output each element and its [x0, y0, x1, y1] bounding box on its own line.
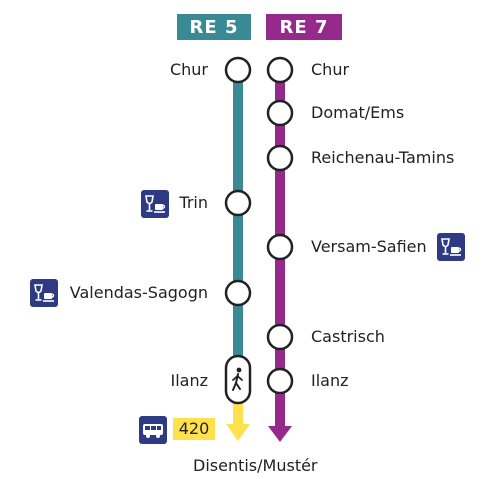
station-re7-reichenau-tamins [266, 144, 294, 172]
re5-line [233, 70, 243, 375]
bus-line [233, 390, 243, 424]
station-re5-chur [224, 56, 252, 84]
re5-label-ilanz: Ilanz [170, 371, 208, 390]
station-re7-versam-safien [266, 233, 294, 261]
station-re7-castrisch [266, 323, 294, 351]
route-badge-re5: RE 5 [177, 14, 251, 40]
station-re7-chur [266, 56, 294, 84]
restaurant-icon [437, 233, 465, 261]
re7-label-versam-safien: Versam-Safien [311, 237, 427, 256]
bus-line-number: 420 [173, 418, 215, 440]
re5-label-valendas-sagogn: Valendas-Sagogn [69, 283, 208, 302]
re7-label-ilanz: Ilanz [311, 371, 349, 390]
bus-icon [139, 416, 167, 444]
re7-label-castrisch: Castrisch [311, 327, 385, 346]
re5-label-trin: Trin [179, 193, 208, 212]
station-re5-ilanz [224, 354, 252, 405]
route-badge-re7: RE 7 [266, 14, 342, 40]
re7-label-domat-ems: Domat/Ems [311, 103, 405, 122]
restaurant-icon [30, 279, 58, 307]
restaurant-icon [141, 190, 169, 218]
station-re7-domat-ems [266, 99, 294, 127]
station-re5-trin [224, 189, 252, 217]
re5-label-chur: Chur [169, 60, 208, 79]
re7-arrow [268, 426, 292, 442]
re7-label-chur: Chur [311, 60, 350, 79]
destination-label: Disentis/Mustér [193, 456, 318, 475]
station-re7-ilanz [266, 367, 294, 395]
pedestrian-icon [232, 367, 243, 391]
re7-label-reichenau-tamins: Reichenau-Tamins [311, 148, 455, 167]
station-re5-valendas-sagogn [224, 279, 252, 307]
route-label-re5: RE 5 [189, 16, 239, 38]
bus-arrow [226, 424, 250, 441]
route-label-re7: RE 7 [279, 16, 329, 38]
